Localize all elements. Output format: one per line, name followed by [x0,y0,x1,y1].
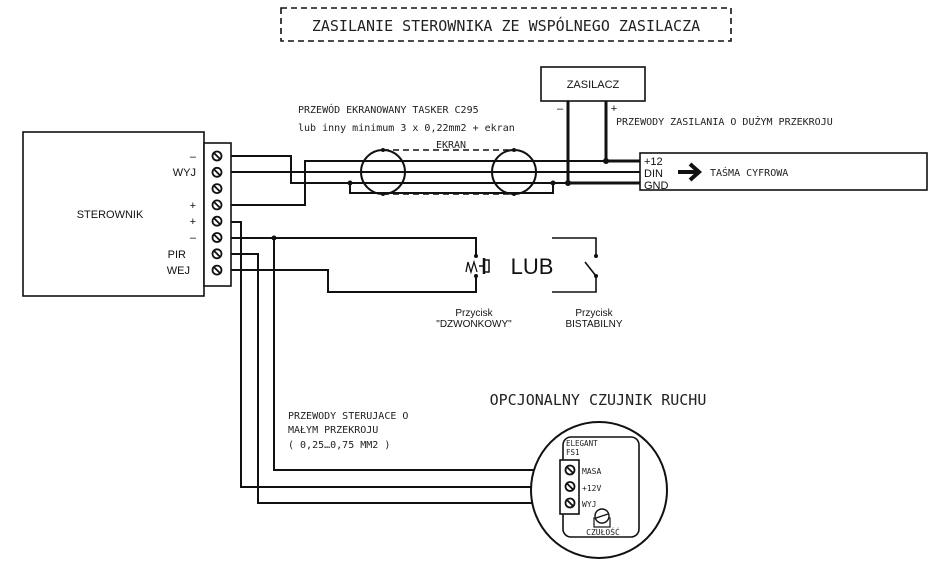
bistable-switch: Przycisk BISTABILNY [552,237,623,330]
shield-label: EKRAN [436,140,466,151]
terminal-label-wej: WEJ [167,265,190,277]
bistable-label-line1: Przycisk [575,308,613,319]
shield-drain-wire [349,183,554,194]
wire-sensor-12v [231,221,560,488]
sensor-model-line1: ELEGANT [566,439,598,448]
screw-terminal-icon [564,497,576,509]
screw-terminal-icon [564,481,576,492]
control-note-line1: PRZEWODY STERUJACE O [288,411,408,422]
junction-dot [347,180,353,186]
screw-terminal-icon [564,464,576,476]
or-label: LUB [511,254,554,279]
junction-dot [550,180,556,186]
junction-dot [603,158,609,164]
control-note-line2: MAŁYM PRZEKROJU [288,425,378,436]
terminal-label-wyj: WYJ [173,167,196,179]
screw-terminal-icon [211,166,223,178]
power-plus-label: + [611,103,617,115]
power-wires-note: PRZEWODY ZASILANIA O DUŻYM PRZEKROJU [616,115,833,128]
wire-wej [231,269,477,293]
title-frame [280,7,732,42]
spring-icon [465,259,478,275]
bistable-label-line2: BISTABILNY [565,319,622,330]
strip-pin-plus12: +12 [644,156,663,168]
strip-label: TAŚMA CYFROWA [710,166,788,179]
cable-spec-line1: PRZEWÓD EKRANOWANY TASKER C295 [298,103,479,116]
screw-terminal-icon [211,248,223,260]
screw-terminal-icon [211,150,223,162]
switch-contact-icon [584,261,597,277]
doorbell-button: Przycisk "DZWONKOWY" [436,254,512,330]
terminal-label-plus-2: + [190,216,196,228]
diagram-title: ZASILANIE STEROWNIKA ZE WSPÓLNEGO ZASILA… [280,7,732,42]
junction-dot [381,192,385,196]
power-supply: ZASILACZ – + PRZEWODY ZASILANIA O DUŻYM … [540,66,833,186]
power-minus-wire [566,101,640,185]
wire-sensor-masa [273,238,560,471]
cable-spec-line2: lub inny minimum 3 x 0,22mm2 + ekran [298,123,515,134]
strip-pin-din: DIN [644,168,663,180]
power-supply-label: ZASILACZ [567,79,620,91]
title-text: ZASILANIE STEROWNIKA ZE WSPÓLNEGO ZASILA… [312,16,700,35]
led-strip: +12 DIN GND TAŚMA CYFROWA [639,152,928,192]
wire-gnd [231,155,640,184]
junction-dot [512,148,516,152]
screw-terminal-icon [211,199,223,211]
junction-dot [381,148,385,152]
controller-label: STEROWNIK [77,209,144,221]
motion-sensor: OPCJONALNY CZUJNIK RUCHU ELEGANT FS1 MAS… [490,391,707,559]
terminal-label-plus-1: + [190,200,196,212]
power-supply-box [540,66,646,102]
junction-dot [565,180,571,186]
terminal-label-pir: PIR [168,249,186,261]
terminal-label-minus-in: – [190,232,197,244]
sensor-model-line2: FS1 [566,448,580,457]
doorbell-label-line1: Przycisk [455,308,493,319]
sensor-title: OPCJONALNY CZUJNIK RUCHU [490,391,707,409]
strip-pin-gnd: GND [644,180,669,192]
power-minus-label: – [557,103,564,115]
controller-terminal-block [203,142,232,287]
controller: STEROWNIK – WYJ + + – PIR WEJ [22,131,232,297]
arrow-right-icon [678,162,703,182]
screw-terminal-icon [211,264,223,276]
shielded-cable: EKRAN PRZEWÓD EKRANOWANY TASKER C295 lub… [231,103,640,206]
control-note-line3: ( 0,25…0,75 MM2 ) [288,440,390,451]
sensitivity-label: CZUŁOŚĆ [586,526,620,537]
wire-common-minus [231,237,477,255]
sensor-terminal-12v: +12V [582,484,601,493]
wire-sensor-wyj [231,253,560,504]
sensor-terminal-masa: MASA [582,467,601,476]
terminal-label-minus-out: – [190,151,197,163]
doorbell-label-line2: "DZWONKOWY" [436,319,512,330]
sensitivity-knob[interactable] [593,508,611,528]
junction-dot [512,192,516,196]
control-wires: PRZEWODY STERUJACE O MAŁYM PRZEKROJU ( 0… [231,221,560,504]
controller-box [22,131,205,297]
screw-terminal-icon [211,183,223,195]
screw-terminal-icon [211,215,223,227]
sensor-terminal-wyj: WYJ [582,500,596,509]
screw-terminal-icon [211,232,223,243]
